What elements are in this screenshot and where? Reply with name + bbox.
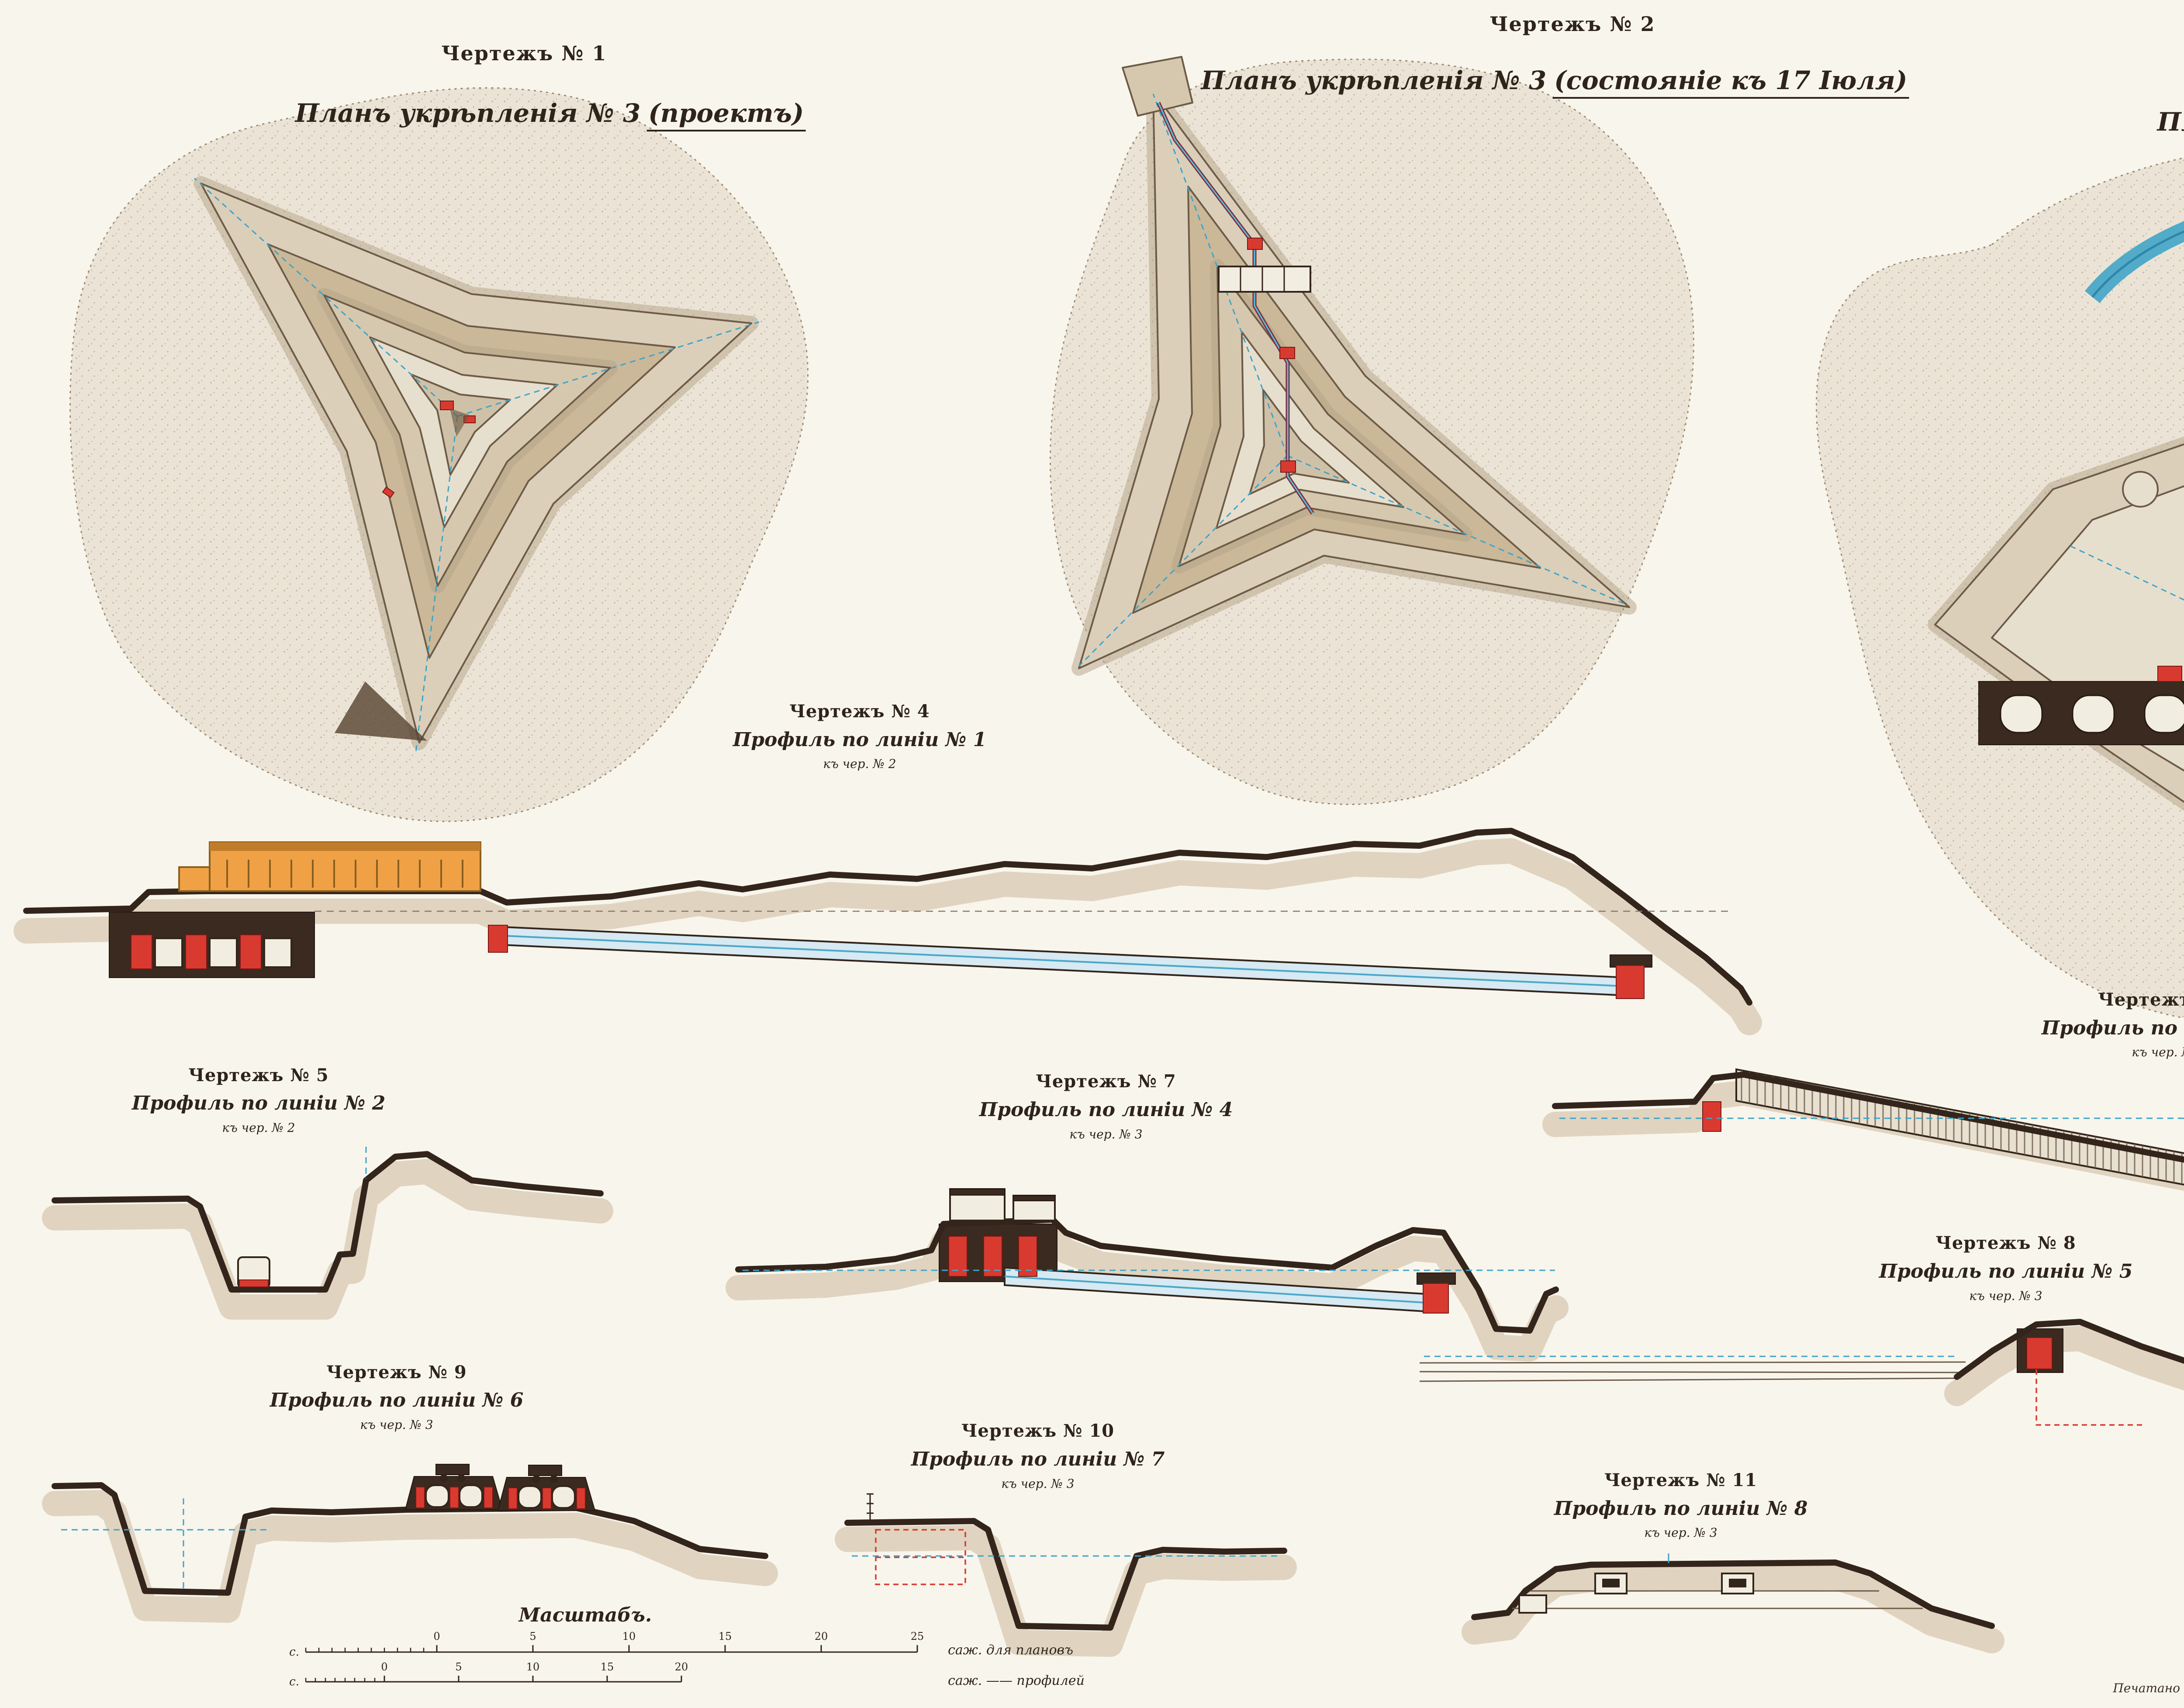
figure-8-title: Чертежъ № 8 bbox=[1935, 1233, 2076, 1253]
profile-11-drawing bbox=[1474, 1553, 1992, 1641]
figure-7-subtitle: Профиль по линіи № 4 bbox=[979, 1099, 1233, 1121]
svg-text:5: 5 bbox=[455, 1661, 462, 1673]
profile-6-drawing bbox=[1555, 1068, 2184, 1223]
figure-2-title: Чертежъ № 2 bbox=[1489, 12, 1655, 36]
svg-text:10: 10 bbox=[622, 1630, 636, 1642]
scale-title: Масштабъ. bbox=[518, 1604, 652, 1626]
figure-1-subtitle: Планъ укрѣпленія № 3(проектъ) bbox=[295, 98, 806, 131]
figure-10-note: къ чер. № 3 bbox=[1001, 1476, 1075, 1491]
figure-2-subtitle-main: Планъ укрѣпленія № 3 bbox=[1201, 66, 1547, 95]
fort1-central-blockhouse bbox=[440, 401, 454, 410]
svg-text:15: 15 bbox=[601, 1661, 614, 1673]
figure-8-note: къ чер. № 3 bbox=[1969, 1289, 2042, 1303]
figure-10-subtitle: Профиль по линіи № 7 bbox=[911, 1448, 1165, 1470]
figure-4-title: Чертежъ № 4 bbox=[789, 701, 930, 722]
svg-text:с.: с. bbox=[289, 1646, 299, 1659]
fort-plan-3-drawing bbox=[1815, 143, 2184, 1025]
scale-plans-label: саж. для плановъ bbox=[948, 1642, 1073, 1658]
figure-1-subtitle-main: Планъ укрѣпленія № 3 bbox=[295, 98, 641, 128]
profile-10-drawing bbox=[847, 1493, 1284, 1644]
figure-5-subtitle: Профиль по линіи № 2 bbox=[131, 1092, 386, 1114]
figure-10-title: Чертежъ № 10 bbox=[961, 1421, 1115, 1441]
fort-plan-2-drawing bbox=[1049, 56, 1694, 805]
svg-text:10: 10 bbox=[526, 1661, 540, 1673]
figure-9-note: къ чер. № 3 bbox=[360, 1418, 433, 1432]
figure-2-subtitle-emphasis: (состояніе къ 17 Іюля) bbox=[1552, 66, 1909, 99]
figure-6-title: Чертежъ № 6 bbox=[2098, 989, 2184, 1010]
figure-5-title: Чертежъ № 5 bbox=[188, 1065, 329, 1086]
scale-ruler-plans: с. 0 5 10 15 20 25 bbox=[289, 1630, 924, 1659]
profile-9-drawing bbox=[55, 1463, 765, 1610]
fort2-advanced-redoubt bbox=[1122, 56, 1193, 117]
figure-9-title: Чертежъ № 9 bbox=[326, 1362, 467, 1383]
svg-text:0: 0 bbox=[433, 1630, 440, 1642]
profile-8-drawing bbox=[1419, 1322, 2184, 1426]
figure-6-note: къ чер. № 3 bbox=[2132, 1045, 2184, 1059]
figure-7-note: къ чер. № 3 bbox=[1069, 1127, 1143, 1141]
profile9-casemate-left bbox=[404, 1463, 503, 1511]
fort2-caponier bbox=[1218, 266, 1311, 293]
svg-text:с.: с. bbox=[289, 1675, 299, 1688]
profile-5-drawing bbox=[55, 1147, 601, 1307]
figure-11-subtitle: Профиль по линіи № 8 bbox=[1554, 1497, 1808, 1520]
figure-11-title: Чертежъ № 11 bbox=[1604, 1470, 1758, 1490]
svg-text:25: 25 bbox=[911, 1630, 924, 1642]
svg-text:5: 5 bbox=[529, 1630, 536, 1642]
scale-bars: с. 0 5 10 15 20 25 с. 0 5 10 15 20 bbox=[289, 1630, 924, 1688]
figure-4-subtitle: Профиль по линіи № 1 bbox=[733, 729, 987, 751]
profile-4-drawing bbox=[26, 831, 1749, 1023]
figure-11-note: къ чер. № 3 bbox=[1644, 1525, 1717, 1540]
figure-6-subtitle: Профиль по линіи № 3 bbox=[2041, 1017, 2184, 1039]
figure-5-note: къ чер. № 2 bbox=[222, 1120, 295, 1135]
figure-8-subtitle: Профиль по линіи № 5 bbox=[1879, 1260, 2133, 1283]
figure-1-subtitle-emphasis: (проектъ) bbox=[646, 98, 806, 131]
figure-3-subtitle-main: Планъ укрѣпленія № 4 bbox=[2157, 107, 2184, 137]
svg-text:0: 0 bbox=[381, 1661, 387, 1673]
profile-7-drawing bbox=[738, 1188, 1556, 1349]
fort1-caponier bbox=[335, 681, 427, 741]
scale-profiles-label: саж. —— профилей bbox=[948, 1673, 1085, 1688]
svg-text:20: 20 bbox=[675, 1661, 688, 1673]
figure-9-subtitle: Профиль по линіи № 6 bbox=[270, 1389, 524, 1411]
figure-7-title: Чертежъ № 7 bbox=[1036, 1071, 1176, 1092]
figure-2-subtitle: Планъ укрѣпленія № 3(состояніе къ 17 Іюл… bbox=[1201, 66, 1909, 99]
fort-plan-1-drawing bbox=[69, 87, 809, 822]
printer-credit: Печатано въ Картографич. зав. Д. Руднева… bbox=[2113, 1681, 2184, 1695]
figure-3-subtitle: Планъ укрѣпленія № 4 bbox=[2157, 107, 2184, 137]
profile9-casemate-right bbox=[497, 1464, 596, 1511]
figure-4-note: къ чер. № 2 bbox=[823, 757, 896, 771]
figure-1-title: Чертежъ № 1 bbox=[441, 41, 607, 65]
svg-text:15: 15 bbox=[719, 1630, 732, 1642]
scale-ruler-profiles: с. 0 5 10 15 20 bbox=[289, 1661, 688, 1688]
svg-text:20: 20 bbox=[815, 1630, 828, 1642]
